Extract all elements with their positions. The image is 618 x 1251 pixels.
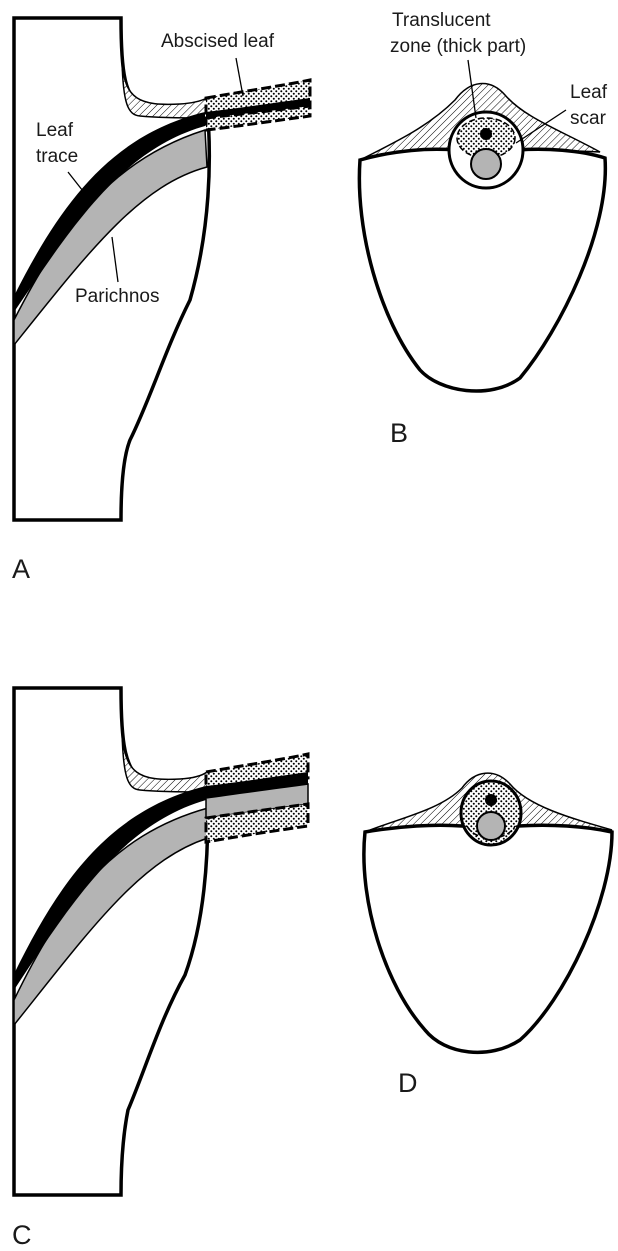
panel-b: Translucent zone (thick part) Leaf scar …: [359, 10, 607, 448]
hatched-cushion-a: [122, 60, 207, 118]
panel-letter-b: B: [390, 418, 408, 448]
parichnos-circle-d: [477, 812, 505, 840]
panel-a: Abscised leaf Leaf trace Parichnos A: [12, 18, 310, 584]
panel-d: D: [364, 773, 612, 1098]
hatched-cushion-c: [122, 730, 207, 792]
label-translucent-2: zone (thick part): [390, 36, 526, 57]
label-leaf-trace-1: Leaf: [36, 120, 74, 141]
vascular-trace-dot-d: [485, 794, 497, 806]
leaf-cushion-outline-d: [364, 825, 612, 1052]
label-leaf-trace-2: trace: [36, 146, 78, 167]
parichnos-circle-b: [471, 149, 501, 179]
label-leaf-scar-2: scar: [570, 108, 607, 129]
label-leaf-scar-1: Leaf: [570, 82, 608, 103]
panel-letter-d: D: [398, 1068, 418, 1098]
abscised-leaf-c: [206, 754, 308, 842]
vascular-trace-dot-b: [480, 128, 492, 140]
abscised-leaf-a: [206, 80, 310, 130]
label-translucent-1: Translucent: [392, 10, 491, 31]
label-abscised-leaf: Abscised leaf: [161, 31, 275, 52]
panel-c: C: [12, 688, 308, 1250]
panel-letter-a: A: [12, 554, 30, 584]
panel-letter-c: C: [12, 1220, 32, 1250]
label-parichnos: Parichnos: [75, 286, 160, 307]
leader-abscised-leaf: [236, 58, 243, 96]
